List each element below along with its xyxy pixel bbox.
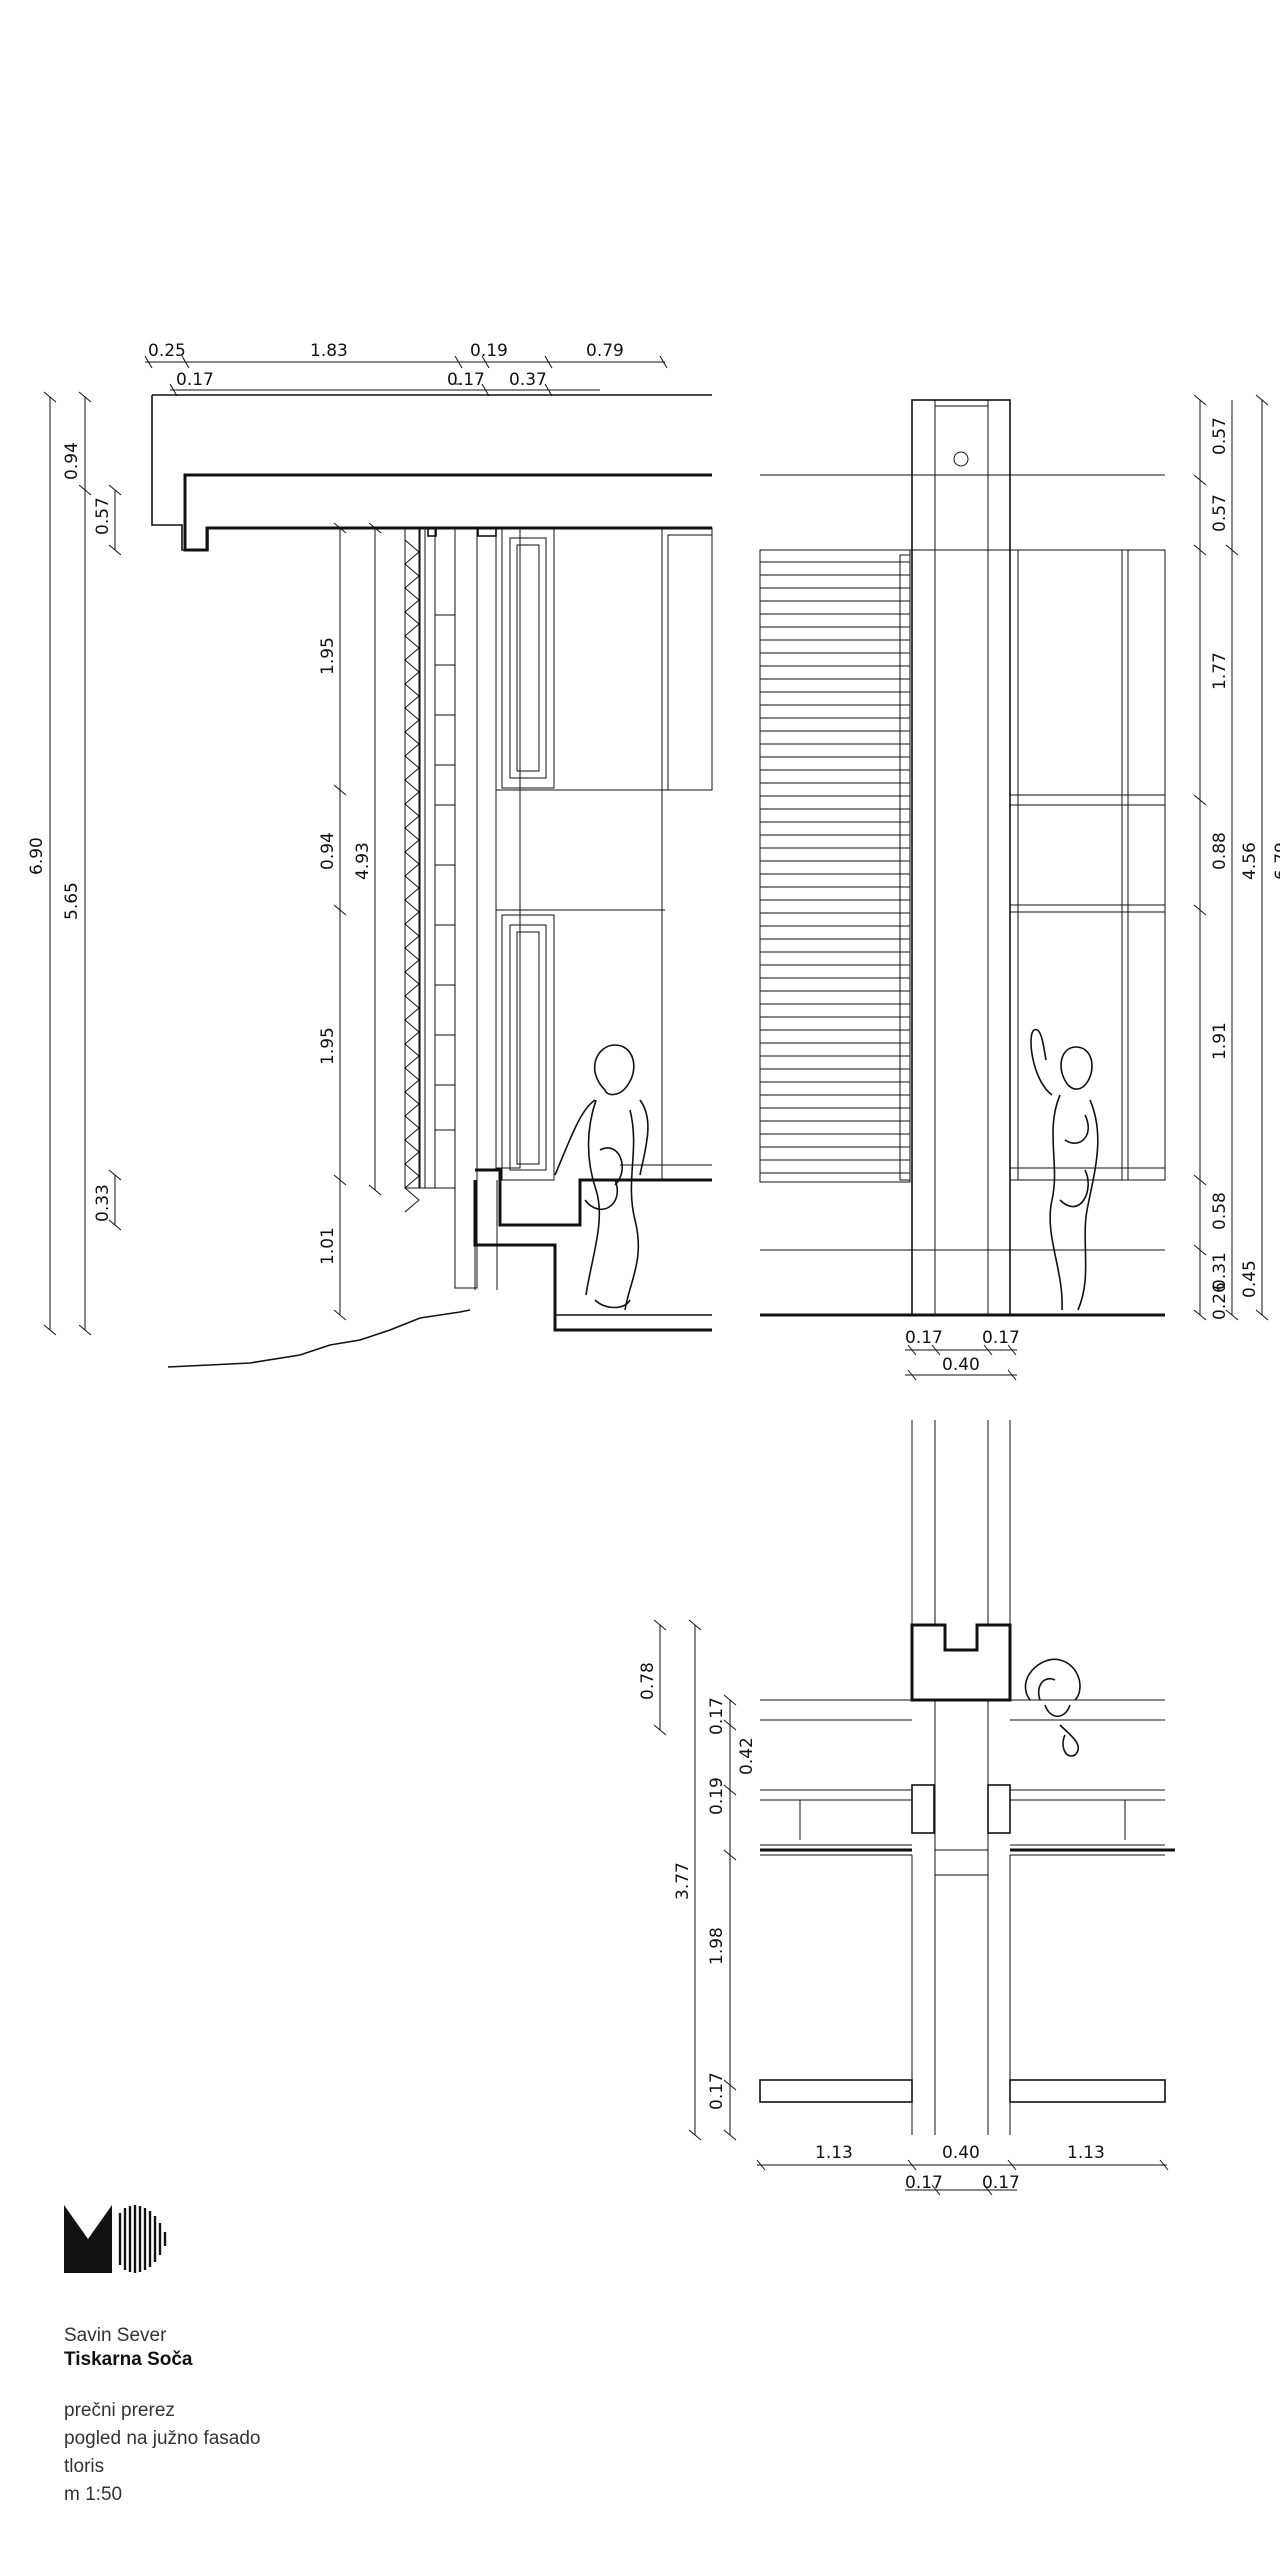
- dim-plan-left-1: 0.17: [707, 1697, 727, 1735]
- dim-top-3: 0.79: [586, 341, 624, 361]
- dim-top2-1: 0.17: [447, 370, 485, 390]
- dim-top2-2: 0.37: [509, 370, 547, 390]
- floor-plan: 0.78 0.17 0.42 0.19 3.77 1.98 0.17 1.13 …: [638, 1420, 1175, 2196]
- person-figure-section: [554, 1044, 649, 1311]
- drawing-list-item: pogled na južno fasado: [64, 2428, 261, 2449]
- dim-left-inner-3: 1.95: [318, 1027, 338, 1065]
- dim-left-outer-0: 6.90: [27, 837, 47, 875]
- dim-plan-bottom-1: 0.40: [942, 2143, 980, 2163]
- dim-right-3: 0.88: [1210, 832, 1230, 870]
- dim-left-outer-3: 0.57: [93, 497, 113, 535]
- dim-top-2: 0.19: [470, 341, 508, 361]
- dim-plan-bottom-2: 1.13: [1067, 2143, 1105, 2163]
- dim-right-6: 1.91: [1210, 1022, 1230, 1060]
- dim-top-1: 1.83: [310, 341, 348, 361]
- dim-left-outer-1: 5.65: [62, 882, 82, 920]
- dim-right-10: 0.26: [1210, 1282, 1230, 1320]
- dim-elev-bottom-0: 0.17: [905, 1328, 943, 1348]
- cross-section: 0.25 1.83 0.19 0.79 0.17 0.17 0.37: [27, 341, 713, 1368]
- dim-right-2: 1.77: [1210, 652, 1230, 690]
- plant-figure: [1024, 1658, 1081, 1757]
- dim-left-inner-0: 1.95: [318, 637, 338, 675]
- dim-right-7: 0.58: [1210, 1192, 1230, 1230]
- dim-right-8: 0.31: [1210, 1252, 1230, 1290]
- dim-elev-bottom-1: 0.17: [982, 1328, 1020, 1348]
- dim-plan-bottom-3: 0.17: [905, 2173, 943, 2193]
- dim-top-0: 0.25: [148, 341, 186, 361]
- project-title: Tiskarna Soča: [64, 2349, 193, 2370]
- author-name: Savin Sever: [64, 2325, 167, 2346]
- dim-plan-left-3: 0.19: [707, 1777, 727, 1815]
- dim-left-outer-4: 0.33: [93, 1184, 113, 1222]
- dim-plan-left-0: 0.78: [638, 1662, 658, 1700]
- dim-left-inner-1: 0.94: [318, 832, 338, 870]
- drawing-list-item: prečni prerez: [64, 2400, 175, 2421]
- dim-plan-left-6: 0.17: [707, 2072, 727, 2110]
- south-facade-view: 0.57 0.57 1.77 0.88 4.56 6.79 1.91 0.58 …: [759, 394, 1280, 1381]
- studio-logo: [64, 2205, 167, 2273]
- dim-right-1: 0.57: [1210, 494, 1230, 532]
- dim-top2-0: 0.17: [176, 370, 214, 390]
- dim-plan-left-2: 0.42: [737, 1737, 757, 1775]
- dim-plan-left-4: 3.77: [673, 1862, 693, 1900]
- dim-right-0: 0.57: [1210, 417, 1230, 455]
- dim-left-outer-2: 0.94: [62, 442, 82, 480]
- dim-plan-left-5: 1.98: [707, 1927, 727, 1965]
- dim-plan-bottom-4: 0.17: [982, 2173, 1020, 2193]
- person-figure-facade: [1030, 1028, 1099, 1311]
- dim-plan-bottom-0: 1.13: [815, 2143, 853, 2163]
- louvre-panel: [759, 549, 911, 1183]
- drawing-list: prečni prerez pogled na južno fasado tlo…: [64, 2397, 261, 2509]
- title-block: Savin Sever Tiskarna Soča prečni prerez …: [64, 2205, 261, 2509]
- drawing-list-item: tloris: [64, 2456, 105, 2477]
- dim-right-4: 4.56: [1240, 842, 1260, 880]
- dim-right-5: 6.79: [1272, 842, 1280, 880]
- dim-left-inner-2: 4.93: [353, 842, 373, 880]
- dim-elev-bottom-2: 0.40: [942, 1355, 980, 1375]
- dim-right-9: 0.45: [1240, 1260, 1260, 1298]
- dim-left-inner-4: 1.01: [318, 1227, 338, 1265]
- drawing-scale: m 1:50: [64, 2484, 123, 2505]
